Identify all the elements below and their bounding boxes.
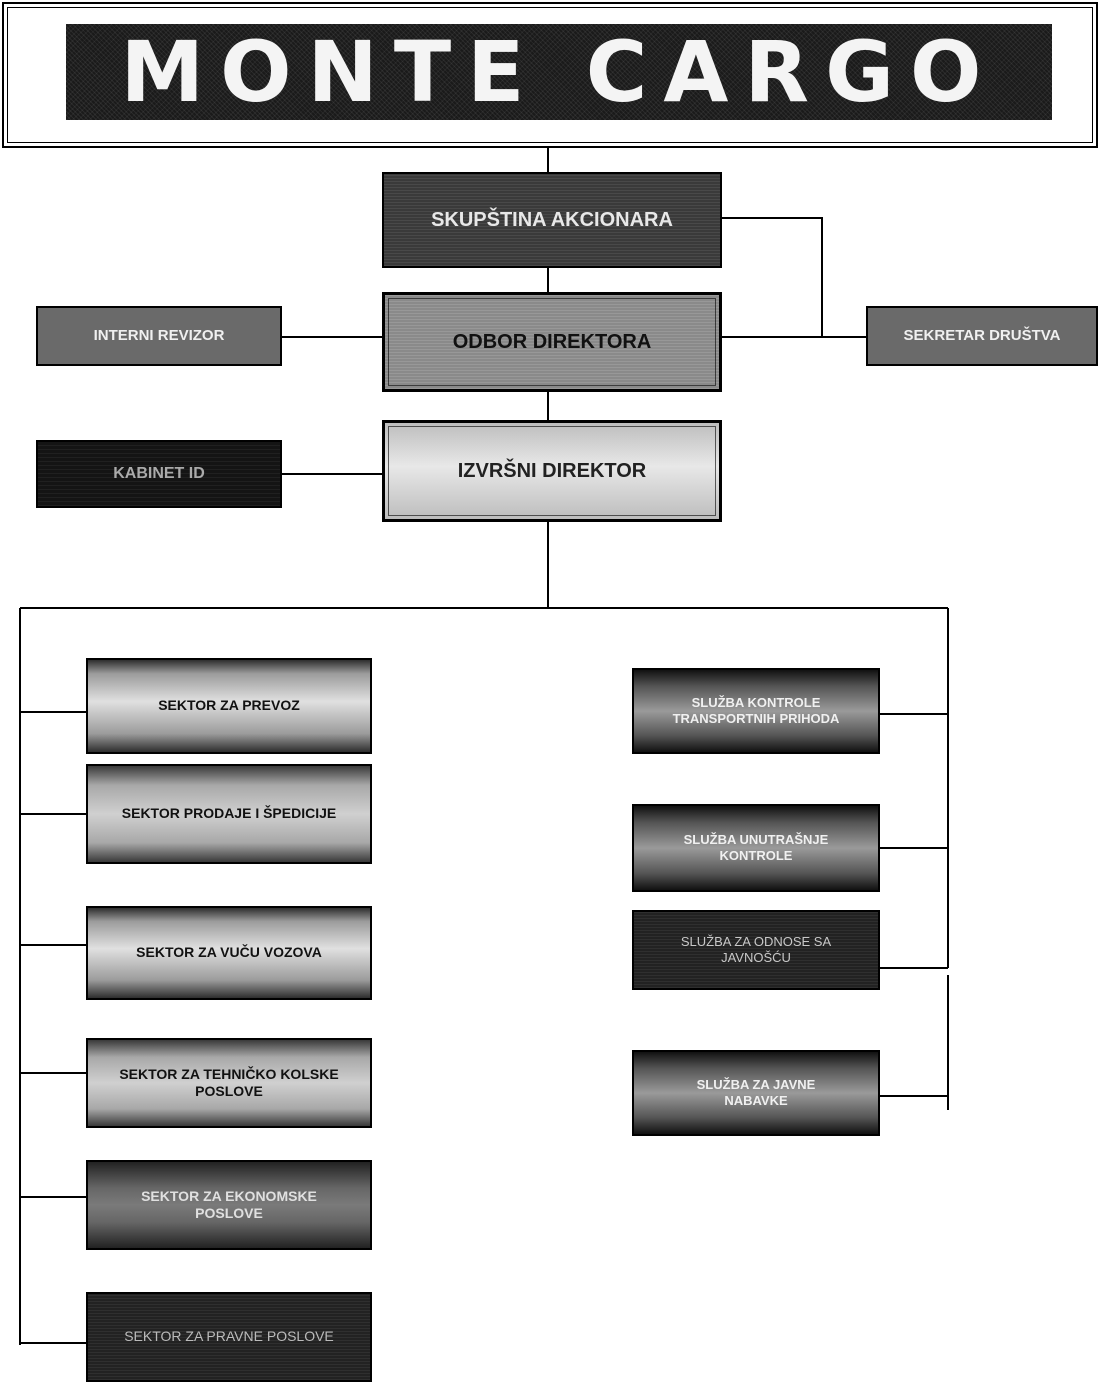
- node-sluzba-kontrole-prihoda: SLUŽBA KONTROLE TRANSPORTNIH PRIHODA: [632, 668, 880, 754]
- node-interni-revizor: INTERNI REVIZOR: [36, 306, 282, 366]
- node-sluzba-unutrasnje-kontrole: SLUŽBA UNUTRAŠNJE KONTROLE: [632, 804, 880, 892]
- node-label: SEKTOR PRODAJE I ŠPEDICIJE: [121, 805, 337, 822]
- header-frame: MONTE CARGO: [2, 2, 1098, 148]
- node-sekretar-drustva: SEKRETAR DRUŠTVA: [866, 306, 1098, 366]
- node-label: SLUŽBA KONTROLE TRANSPORTNIH PRIHODA: [672, 694, 840, 726]
- node-sektor-ekonomske: SEKTOR ZA EKONOMSKE POSLOVE: [86, 1160, 372, 1250]
- node-label: SLUŽBA UNUTRAŠNJE KONTROLE: [683, 831, 829, 863]
- node-label: SEKTOR ZA TEHNIČKO KOLSKE POSLOVE: [119, 1065, 339, 1100]
- node-label: SLUŽBA ZA ODNOSE SA JAVNOŠĆU: [680, 933, 832, 965]
- node-label: SLUŽBA ZA JAVNE NABAVKE: [696, 1076, 816, 1108]
- node-sluzba-odnosi-javnoscu: SLUŽBA ZA ODNOSE SA JAVNOŠĆU: [632, 910, 880, 990]
- node-label: SEKTOR ZA PRAVNE POSLOVE: [124, 1328, 334, 1345]
- node-label: SEKTOR ZA PREVOZ: [158, 697, 300, 714]
- node-label: INTERNI REVIZOR: [93, 326, 225, 344]
- node-label: SKUPŠTINA AKCIONARA: [431, 208, 673, 231]
- node-odbor-direktora: ODBOR DIREKTORA: [382, 292, 722, 392]
- node-izvrsni-direktor: IZVRŠNI DIREKTOR: [382, 420, 722, 522]
- node-sektor-prodaje: SEKTOR PRODAJE I ŠPEDICIJE: [86, 764, 372, 864]
- node-label: ODBOR DIREKTORA: [452, 330, 652, 353]
- node-label: IZVRŠNI DIREKTOR: [457, 459, 647, 482]
- node-sektor-za-vucu-vozova: SEKTOR ZA VUČU VOZOVA: [86, 906, 372, 1000]
- node-sektor-za-prevoz: SEKTOR ZA PREVOZ: [86, 658, 372, 754]
- company-logo: MONTE CARGO: [66, 23, 1052, 121]
- node-label: KABINET ID: [113, 465, 205, 482]
- node-label: SEKRETAR DRUŠTVA: [903, 326, 1061, 344]
- node-kabinet-id: KABINET ID: [36, 440, 282, 508]
- node-sluzba-javne-nabavke: SLUŽBA ZA JAVNE NABAVKE: [632, 1050, 880, 1136]
- logo-text: MONTE CARGO: [120, 23, 998, 121]
- node-sektor-tehnicko-kolske: SEKTOR ZA TEHNIČKO KOLSKE POSLOVE: [86, 1038, 372, 1128]
- node-skupstina-akcionara: SKUPŠTINA AKCIONARA: [382, 172, 722, 268]
- node-label: SEKTOR ZA EKONOMSKE POSLOVE: [141, 1187, 317, 1222]
- node-sektor-pravne: SEKTOR ZA PRAVNE POSLOVE: [86, 1292, 372, 1382]
- node-label: SEKTOR ZA VUČU VOZOVA: [136, 944, 322, 961]
